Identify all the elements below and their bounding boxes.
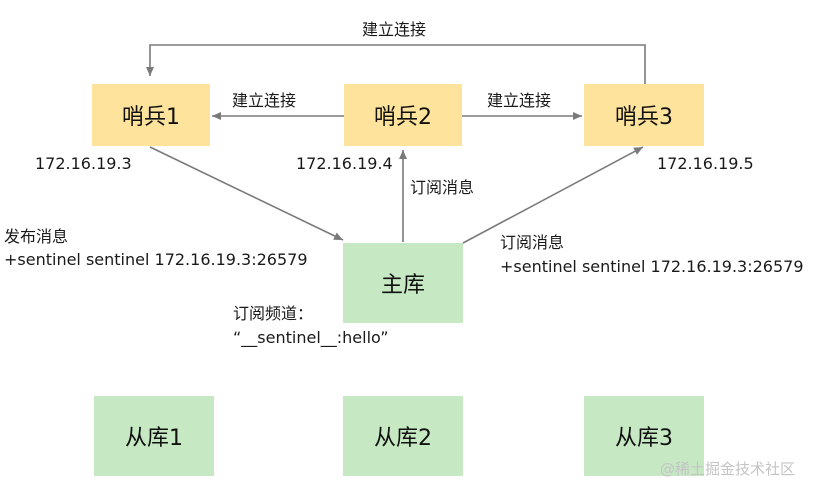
sentinel-1-label: 哨兵1 [122, 105, 180, 130]
sentinel-2-node: 哨兵2 [344, 84, 462, 146]
sentinel-3-node: 哨兵3 [584, 84, 704, 146]
arrow-sentinel3-to-sentinel1 [146, 44, 646, 84]
publish-message: +sentinel sentinel 172.16.19.3:26579 [4, 250, 308, 269]
ip-sentinel-2: 172.16.19.4 [296, 154, 393, 173]
replica-1-node: 从库1 [94, 396, 214, 476]
edge-label-connect-right: 建立连接 [487, 91, 552, 110]
replica-2-node: 从库2 [343, 396, 463, 476]
edge-label-connect-top: 建立连接 [362, 20, 427, 39]
subscribe-right-title: 订阅消息 [500, 233, 565, 252]
replica-3-label: 从库3 [615, 426, 673, 451]
sentinel-3-label: 哨兵3 [615, 105, 673, 130]
master-label: 主库 [380, 273, 425, 298]
watermark-text: @稀土掘金技术社区 [660, 460, 796, 478]
ip-sentinel-3: 172.16.19.5 [657, 154, 754, 173]
channel-name: “__sentinel__:hello” [233, 328, 389, 347]
replica-3-node: 从库3 [584, 396, 704, 476]
edge-label-subscribe-mid: 订阅消息 [410, 178, 475, 197]
arrow-master-to-sentinel3 [462, 146, 644, 244]
sentinel-1-node: 哨兵1 [92, 84, 210, 146]
channel-title: 订阅频道： [233, 304, 314, 323]
sentinel-2-label: 哨兵2 [374, 105, 432, 130]
ip-sentinel-1: 172.16.19.3 [35, 154, 132, 173]
master-node: 主库 [343, 243, 463, 323]
arrow-sentinel1-to-master [149, 146, 344, 241]
replica-1-label: 从库1 [125, 426, 183, 451]
publish-title: 发布消息 [4, 227, 69, 246]
subscribe-right-message: +sentinel sentinel 172.16.19.3:26579 [500, 257, 804, 276]
edge-label-connect-left: 建立连接 [232, 91, 297, 110]
replica-2-label: 从库2 [374, 426, 432, 451]
